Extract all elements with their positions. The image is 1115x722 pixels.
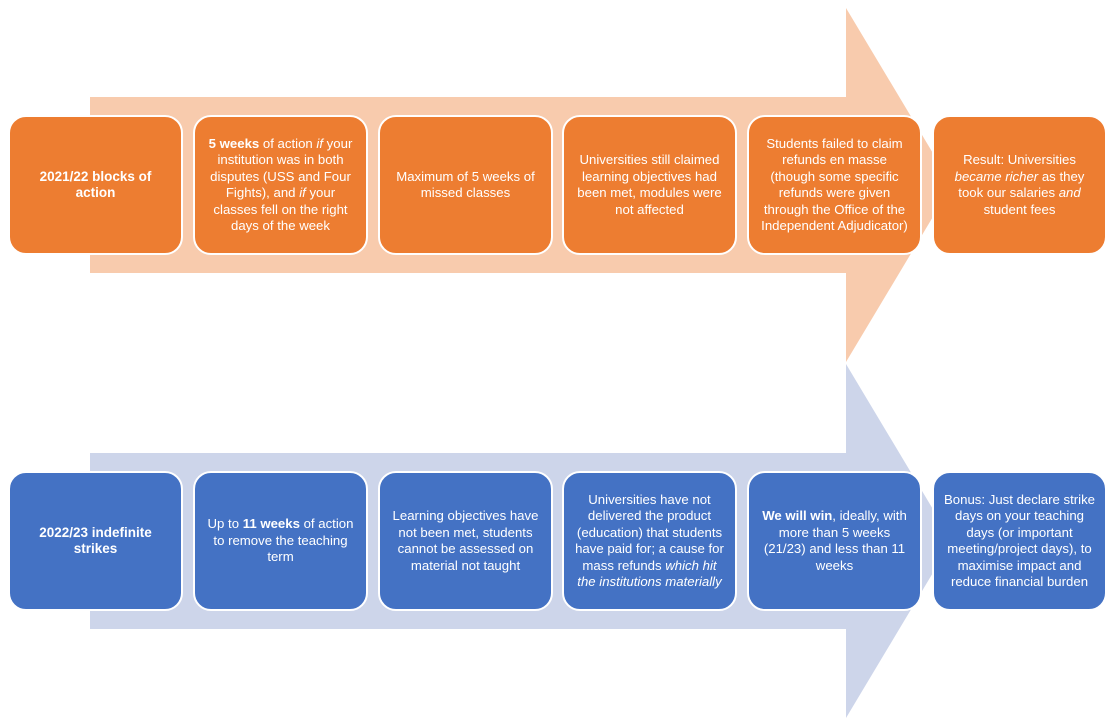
row2-box2-bold: 11 weeks <box>242 516 300 532</box>
row1-box2-bold: 5 weeks <box>208 135 260 151</box>
row2-box-5: We will win, ideally, with more than 5 w… <box>747 471 922 611</box>
row1-box-4: Universities still claimed learning obje… <box>562 115 737 255</box>
row2-box-2: Up to 11 weeks of action to remove the t… <box>193 471 368 611</box>
row1-box-3: Maximum of 5 weeks of missed classes <box>378 115 553 255</box>
row1-header-text: 2021/22 blocks of action <box>39 168 152 201</box>
row2-header-text: 2022/23 indefinite strikes <box>39 524 152 557</box>
row2-box5-bold: We will win <box>762 508 833 523</box>
row2-box-6: Bonus: Just declare strike days on your … <box>932 471 1107 611</box>
row2-box-4: Universities have not delivered the prod… <box>562 471 737 611</box>
row2-box-3: Learning objectives have not been met, s… <box>378 471 553 611</box>
row2-header-box: 2022/23 indefinite strikes <box>8 471 183 611</box>
row1-box-5: Students failed to claim refunds en mass… <box>747 115 922 255</box>
row1-box-2: 5 weeks of action if your institution wa… <box>193 115 368 255</box>
row1-box-6: Result: Universities became richer as th… <box>932 115 1107 255</box>
row1-header-box: 2021/22 blocks of action <box>8 115 183 255</box>
